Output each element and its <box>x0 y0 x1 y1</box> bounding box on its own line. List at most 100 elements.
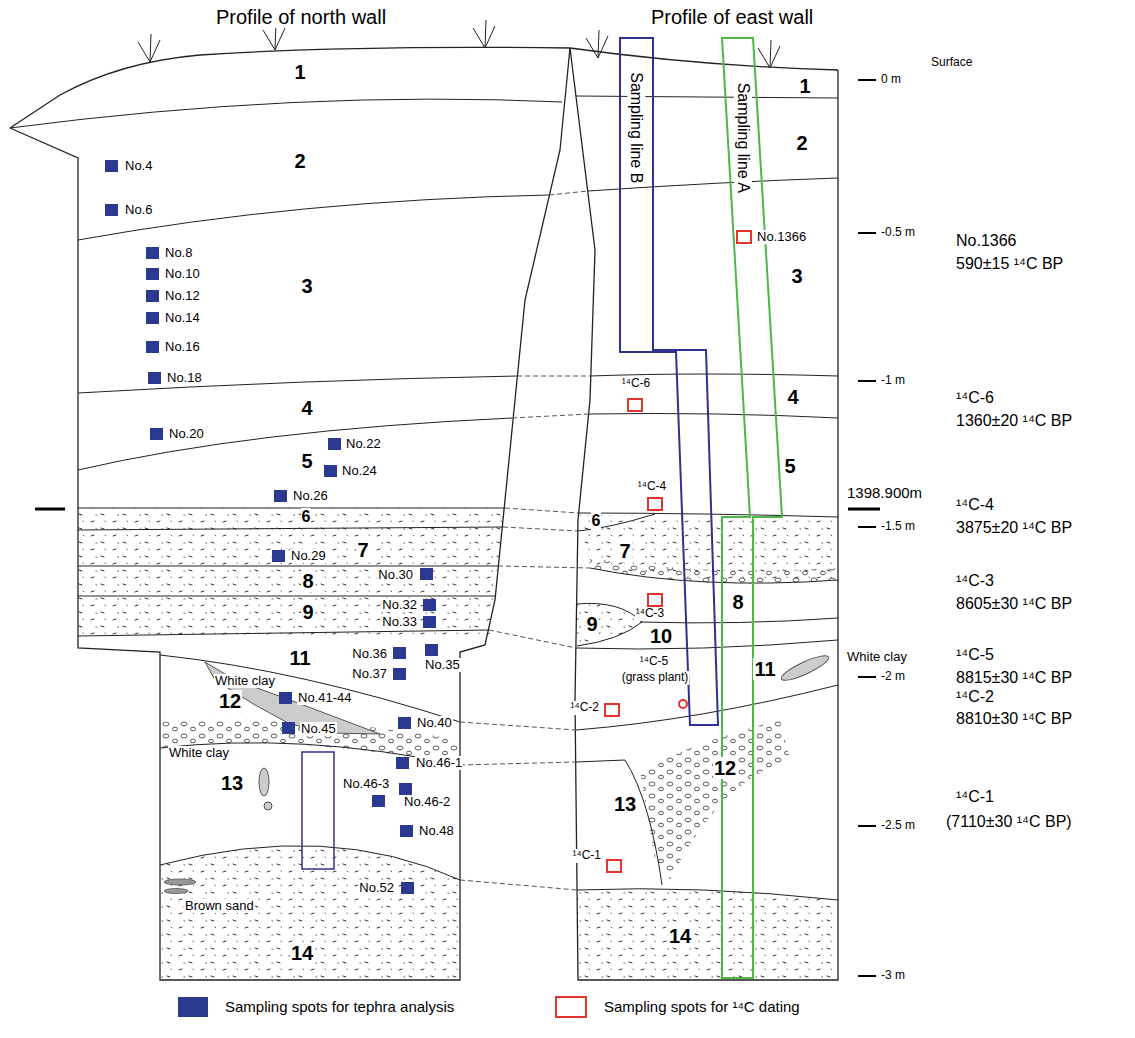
dating-result: No.1366 <box>955 232 1018 250</box>
sample-label: No.6 <box>124 203 153 217</box>
layer-boundary <box>577 603 642 646</box>
layer-number: 7 <box>356 539 369 561</box>
layer-boundary <box>78 418 512 470</box>
layer-boundary <box>78 195 549 240</box>
layer-boundary <box>589 414 838 419</box>
layer-boundary <box>590 374 838 376</box>
sample-label: White clay <box>846 650 908 664</box>
dating-result: ¹⁴C-6 <box>955 389 995 407</box>
layer-boundary <box>10 96 838 900</box>
correlation-line <box>503 527 578 531</box>
sample-label: ¹⁴C-3 <box>635 607 666 620</box>
dating-result: ¹⁴C-4 <box>955 496 995 514</box>
layer-boundary <box>577 889 838 900</box>
sample-label: No.46-1 <box>415 756 463 770</box>
radiocarbon-sample-square <box>679 700 687 708</box>
radiocarbon-sample-square <box>648 594 662 606</box>
correlation-line <box>460 762 576 765</box>
sampling-line-outline <box>722 38 782 978</box>
sample-label: No.22 <box>345 437 382 451</box>
layer-boundary <box>576 760 662 885</box>
sample-label: (grass plant) <box>621 671 690 684</box>
tephra-sample-square <box>396 757 409 769</box>
tephra-sample-square <box>282 722 295 734</box>
tephra-sample-square <box>146 247 159 259</box>
dating-result: 1360±20 ¹⁴C BP <box>955 412 1073 430</box>
tephra-sample-square <box>393 647 406 659</box>
sample-label: No.45 <box>300 722 337 736</box>
radiocarbon-sample-square <box>648 498 662 510</box>
dating-result: ¹⁴C-1 <box>955 788 995 806</box>
dating-result: 590±15 ¹⁴C BP <box>955 255 1064 273</box>
sample-label: ¹⁴C-1 <box>572 849 603 862</box>
radiocarbon-sample-square <box>628 399 642 411</box>
depth-scale-label: -0.5 m <box>880 226 916 239</box>
layer-number: 9 <box>301 601 314 623</box>
grass <box>586 30 608 58</box>
layer-number: 6 <box>301 508 312 526</box>
layer-boundary <box>160 846 460 880</box>
sampling-line-outline <box>722 38 782 978</box>
tephra-sample-square <box>328 438 341 450</box>
tephra-sample-square <box>105 204 118 216</box>
brown-sand <box>164 879 196 894</box>
correlation-line <box>517 376 590 377</box>
gravel-fill <box>640 720 790 880</box>
depth-scale-label: Surface <box>930 56 973 69</box>
layer-number: 12 <box>218 690 242 712</box>
layer-number: 2 <box>293 150 306 172</box>
wall-outline <box>10 47 838 980</box>
layer-boundary <box>78 596 495 597</box>
deposit-label: White clay <box>214 674 276 688</box>
tephra-sample-square <box>105 160 438 894</box>
tephra-sample-square <box>150 428 163 440</box>
layer-number: 14 <box>290 942 314 964</box>
tephra-sample-square <box>393 668 406 680</box>
tephra-sample-square <box>399 783 412 795</box>
dating-result: 8810±30 ¹⁴C BP <box>955 710 1073 728</box>
correlation-line <box>460 191 590 890</box>
sample-label: No.35 <box>424 658 461 672</box>
layer-boundary <box>78 630 489 636</box>
layer-boundary <box>640 618 838 623</box>
sample-label: No.30 <box>377 568 414 582</box>
wall-outline <box>570 48 838 70</box>
sample-label: No.48 <box>418 824 455 838</box>
sample-label: No.29 <box>290 549 327 563</box>
dating-result: ¹⁴C-2 <box>955 688 995 706</box>
scale-tick <box>35 508 880 511</box>
tephra-sample-square <box>279 692 292 704</box>
radiocarbon-sample-square <box>605 704 619 716</box>
legend-text: Sampling spots for ¹⁴C dating <box>603 999 801 1016</box>
sand-fill <box>78 508 838 980</box>
sample-label: ¹⁴C-2 <box>570 701 601 714</box>
clay-lens <box>205 652 831 810</box>
layer-boundary <box>78 376 517 393</box>
layer-boundary <box>576 685 838 730</box>
dating-result: ¹⁴C-5 <box>955 646 995 664</box>
profile-heading: Profile of north wall <box>215 6 387 28</box>
sample-label: No.33 <box>381 615 418 629</box>
correlation-line <box>512 414 589 418</box>
clay-lens <box>779 652 831 685</box>
wall-outline <box>10 48 570 980</box>
sample-label: ¹⁴C-6 <box>621 377 652 390</box>
sand-fill <box>78 508 505 636</box>
sample-label: No.26 <box>292 489 329 503</box>
depth-scale-label: -1 m <box>880 374 906 387</box>
clay-lens <box>264 802 272 810</box>
tephra-sample-square <box>148 372 161 384</box>
sample-label: No.41-44 <box>297 691 352 705</box>
sample-label: No.24 <box>341 464 378 478</box>
layer-boundary <box>78 508 505 509</box>
layer-number: 1 <box>293 61 306 83</box>
layer-number: 5 <box>783 455 796 477</box>
depth-scale-label: 0 m <box>880 73 902 86</box>
sampling-line-box: Sampling line A <box>722 38 782 978</box>
layer-number: 12 <box>713 757 737 779</box>
layer-number: 3 <box>790 265 803 287</box>
sampling-line-label: Sampling line A <box>734 81 752 195</box>
layer-boundary <box>78 566 498 567</box>
layer-number: 10 <box>649 625 673 647</box>
